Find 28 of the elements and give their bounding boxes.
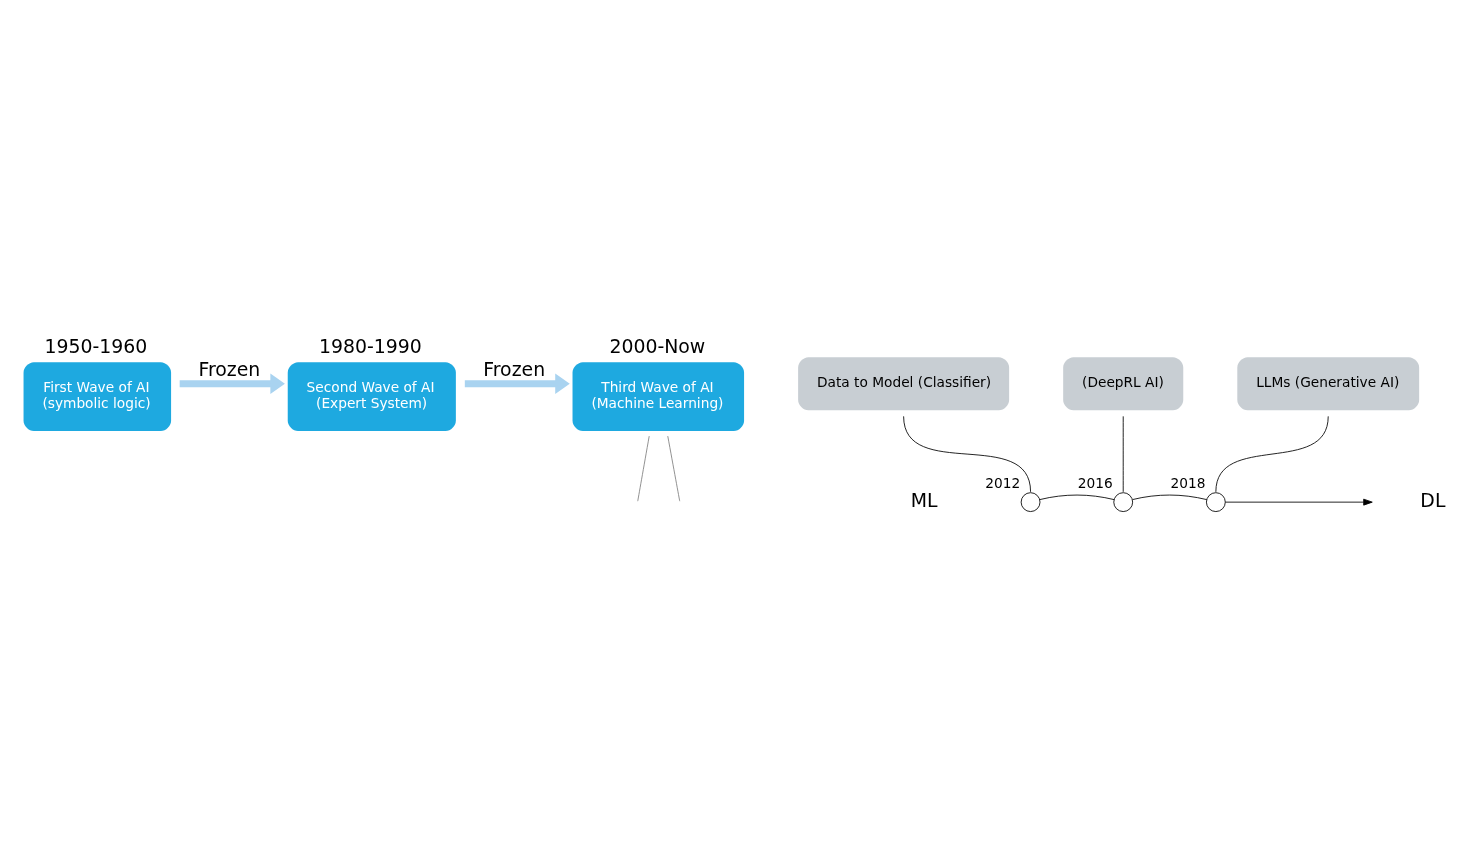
node-box: LLMs (Generative AI) [1237, 356, 1420, 410]
node-label: 2018 [1170, 474, 1206, 491]
connector [637, 435, 650, 502]
arrow [464, 373, 570, 394]
node-label: 2012 [985, 474, 1021, 491]
label: ML [910, 488, 938, 511]
connector [1132, 494, 1208, 500]
edge-label: Frozen [198, 357, 261, 380]
connector [903, 415, 1031, 492]
edge-label: Frozen [483, 357, 546, 380]
node-label: 2016 [1077, 474, 1113, 491]
node-label: 1950-1960 [44, 334, 148, 357]
connector [1215, 415, 1329, 492]
node-label: 2000-Now [609, 334, 706, 357]
node-box: First Wave of AI (symbolic logic) [23, 361, 172, 431]
arrow [1224, 498, 1373, 506]
node-box: (DeepRL AI) [1063, 356, 1184, 410]
label: DL [1420, 488, 1446, 511]
connector [1039, 494, 1115, 500]
node-circle [1206, 491, 1226, 512]
node-circle [1113, 491, 1134, 512]
node-box: Third Wave of AI (Machine Learning) [572, 361, 745, 431]
connector [667, 435, 681, 502]
node-label: 1980-1990 [319, 334, 422, 357]
node-circle [1020, 491, 1041, 512]
node-box: Second Wave of AI (Expert System) [287, 361, 456, 431]
node-box: Data to Model (Classifier) [798, 356, 1010, 410]
arrow [179, 373, 285, 394]
